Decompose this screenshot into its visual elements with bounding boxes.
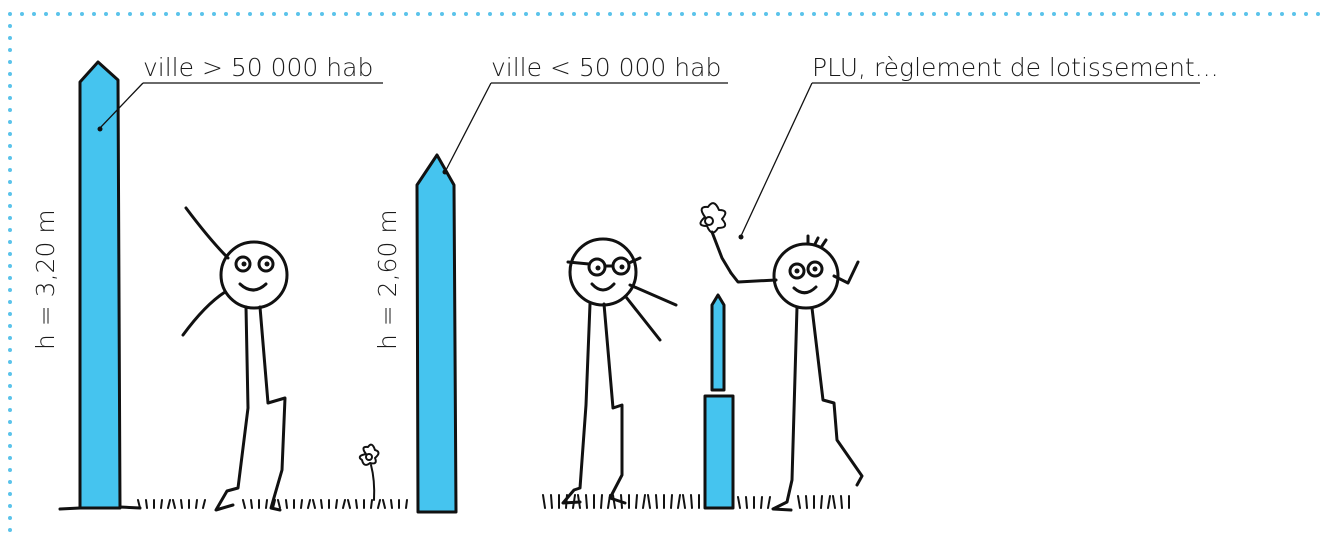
dotted-frame [8,12,1320,532]
stick-figure-2 [563,239,676,503]
small-flower-icon [360,445,379,500]
leader-line-2 [445,83,491,172]
height-label-large: h = 3,20 m [31,209,60,350]
flower-icon [700,203,725,232]
medium-post [417,155,456,512]
stick-figure-1 [183,208,287,510]
label-city-small: ville < 50 000 hab [491,53,721,82]
leader-line-3 [741,83,812,236]
small-post-top [712,295,724,390]
label-city-large: ville > 50 000 hab [143,53,373,82]
height-label-small: h = 2,60 m [373,209,402,350]
label-plu: PLU, règlement de lotissement... [812,53,1219,82]
grass [138,495,849,508]
small-post-base [705,396,733,508]
